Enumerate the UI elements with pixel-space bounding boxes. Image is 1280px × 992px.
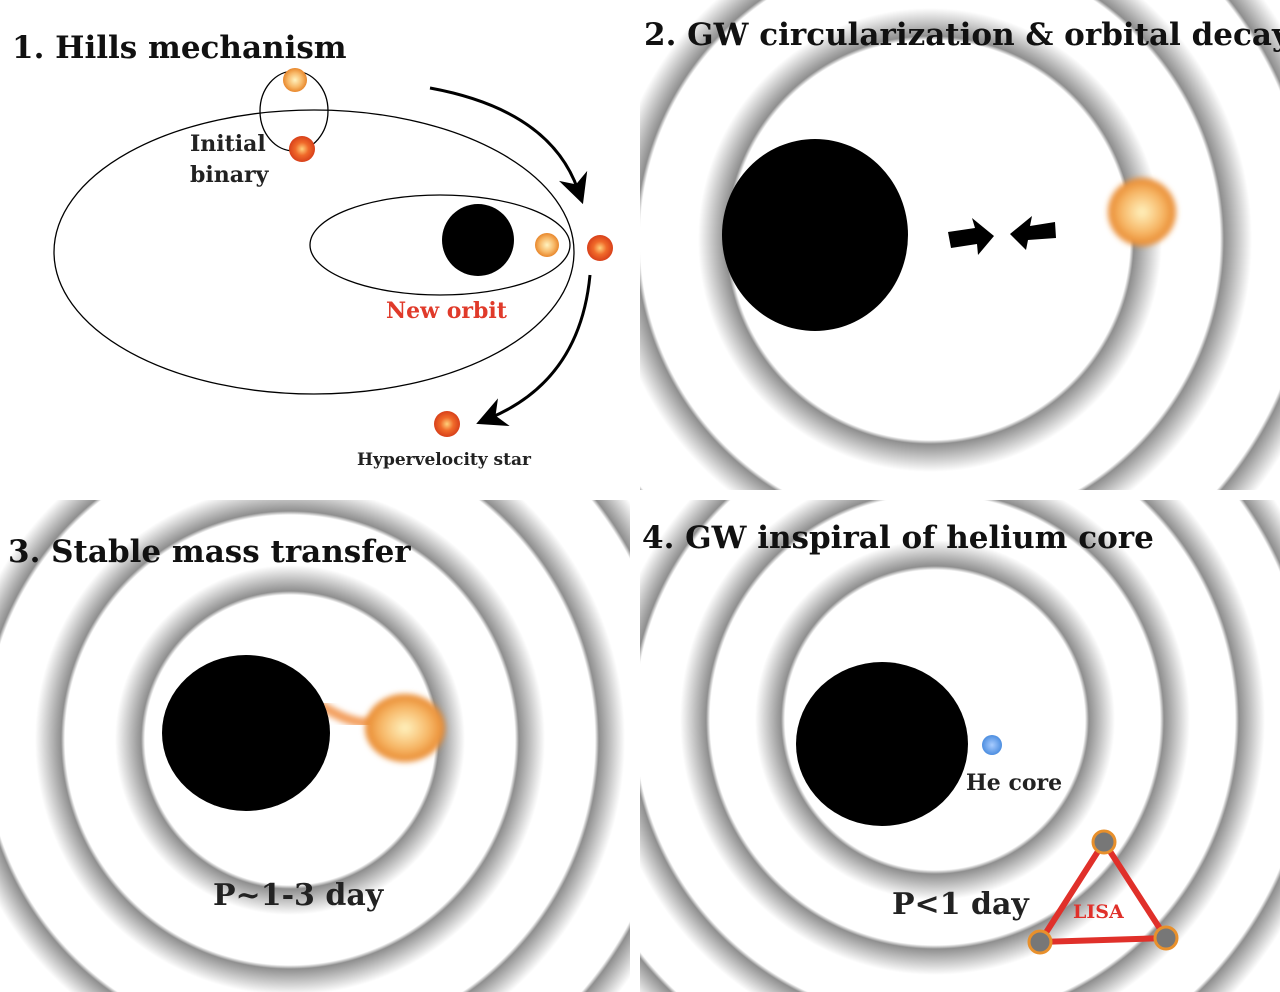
lisa-label: LISA bbox=[1073, 901, 1124, 923]
binary-star-1 bbox=[283, 68, 307, 92]
arrow-icon bbox=[429, 86, 588, 205]
arrow-left-icon bbox=[1010, 216, 1056, 250]
initial-orbit bbox=[53, 109, 575, 395]
black-hole bbox=[442, 204, 514, 276]
panel-title: 3. Stable mass transfer bbox=[8, 534, 411, 570]
panel-gw-inspiral: He core P<1 day LISA 4. GW inspiral of h… bbox=[642, 520, 1179, 955]
lisa-icon: LISA bbox=[1027, 829, 1179, 955]
hypervelocity-label: Hypervelocity star bbox=[357, 450, 532, 470]
black-hole bbox=[722, 139, 908, 331]
star bbox=[1108, 178, 1176, 246]
panel-title: 2. GW circularization & orbital decay bbox=[644, 17, 1280, 53]
panel-stable-mass-transfer: 3. Stable mass transfer P~1-3 day bbox=[8, 534, 445, 913]
panel-hills-mechanism: 1. Hills mechanism Initial binary New or… bbox=[12, 30, 613, 470]
initial-binary-label: Initial bbox=[190, 131, 266, 157]
period-label: P<1 day bbox=[892, 887, 1030, 922]
he-core bbox=[982, 735, 1002, 755]
arrow-right-icon bbox=[948, 218, 994, 255]
hypervelocity-star bbox=[434, 411, 460, 437]
panel-title: 1. Hills mechanism bbox=[12, 30, 347, 66]
black-hole bbox=[796, 662, 968, 826]
initial-binary-label: binary bbox=[190, 162, 270, 188]
panel-title: 4. GW inspiral of helium core bbox=[642, 520, 1154, 556]
he-core-label: He core bbox=[966, 770, 1062, 796]
captured-star bbox=[535, 233, 559, 257]
black-hole bbox=[162, 655, 330, 811]
donor-star bbox=[365, 694, 445, 762]
new-orbit-ellipse bbox=[309, 194, 571, 296]
ejected-star bbox=[587, 235, 613, 261]
period-label: P~1-3 day bbox=[213, 878, 385, 913]
binary-star-2 bbox=[289, 136, 315, 162]
new-orbit-label: New orbit bbox=[386, 298, 508, 324]
panel-gw-circularization: 2. GW circularization & orbital decay bbox=[644, 17, 1280, 331]
arrow-icon bbox=[476, 274, 592, 426]
